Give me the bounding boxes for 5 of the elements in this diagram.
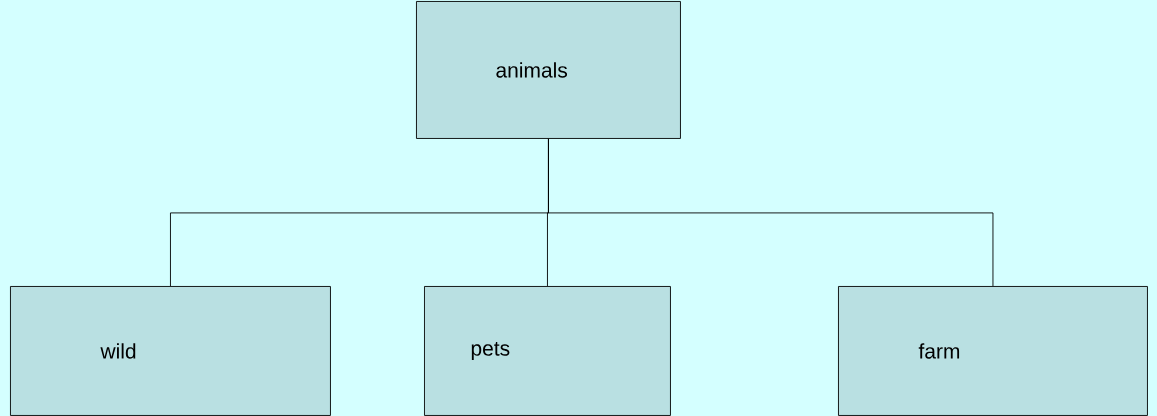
category-box: farm bbox=[838, 286, 1148, 416]
connector-line bbox=[548, 138, 994, 287]
category-box: pets bbox=[424, 286, 671, 416]
category-box: animals bbox=[416, 1, 681, 139]
category-box: wild bbox=[10, 286, 331, 416]
